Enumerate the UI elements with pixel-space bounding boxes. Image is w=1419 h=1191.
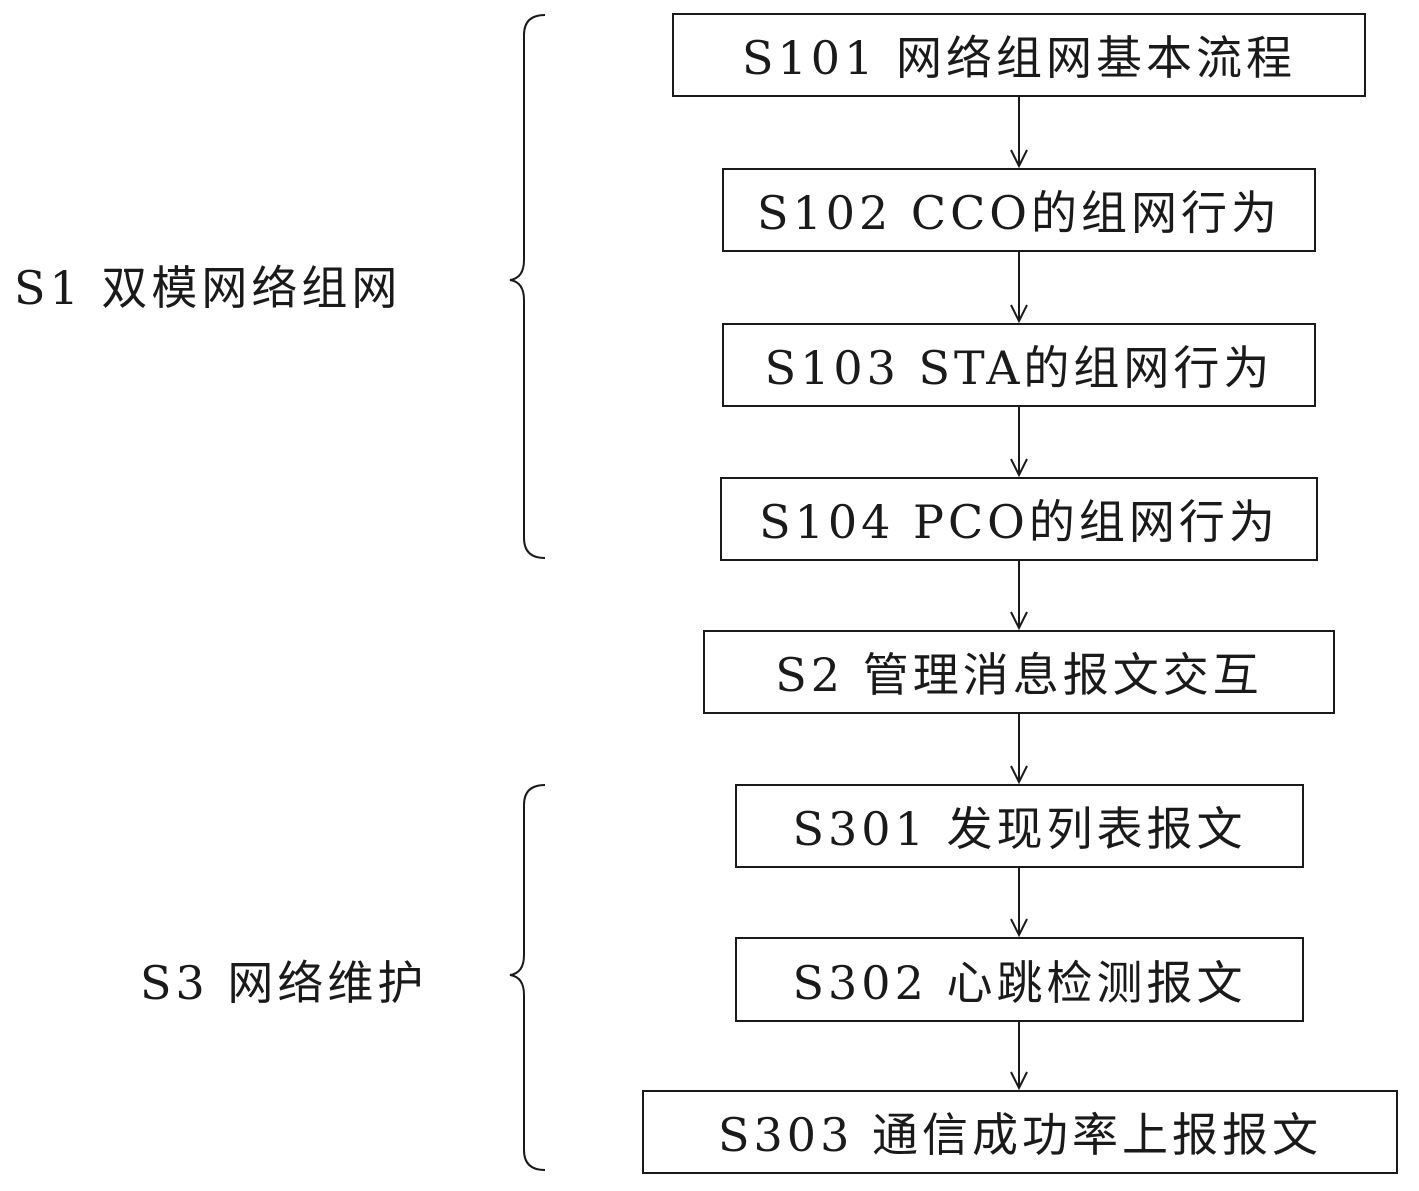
step-s303: S303 通信成功率上报报文 [642,1090,1398,1174]
group-label-s1: S1 双模网络组网 [14,261,402,315]
step-s2: S2 管理消息报文交互 [703,630,1335,714]
arrow-s101-s102 [1010,96,1028,169]
arrow-s302-s303 [1010,1021,1028,1091]
step-s302: S302 心跳检测报文 [735,937,1304,1022]
arrow-s301-s302 [1010,867,1028,938]
group-label-s3: S3 网络维护 [140,956,428,1010]
step-s103: S103 STA的组网行为 [722,323,1316,407]
step-s102: S102 CCO的组网行为 [722,168,1316,252]
arrow-s103-s104 [1010,406,1028,478]
s3-brace [509,784,546,1171]
arrow-s104-s2 [1010,560,1028,631]
step-s101: S101 网络组网基本流程 [672,13,1366,97]
step-s301: S301 发现列表报文 [735,784,1304,868]
arrow-s102-s103 [1010,251,1028,324]
step-s104: S104 PCO的组网行为 [720,477,1318,561]
s1-brace [509,14,546,559]
arrow-s2-s301 [1010,713,1028,785]
